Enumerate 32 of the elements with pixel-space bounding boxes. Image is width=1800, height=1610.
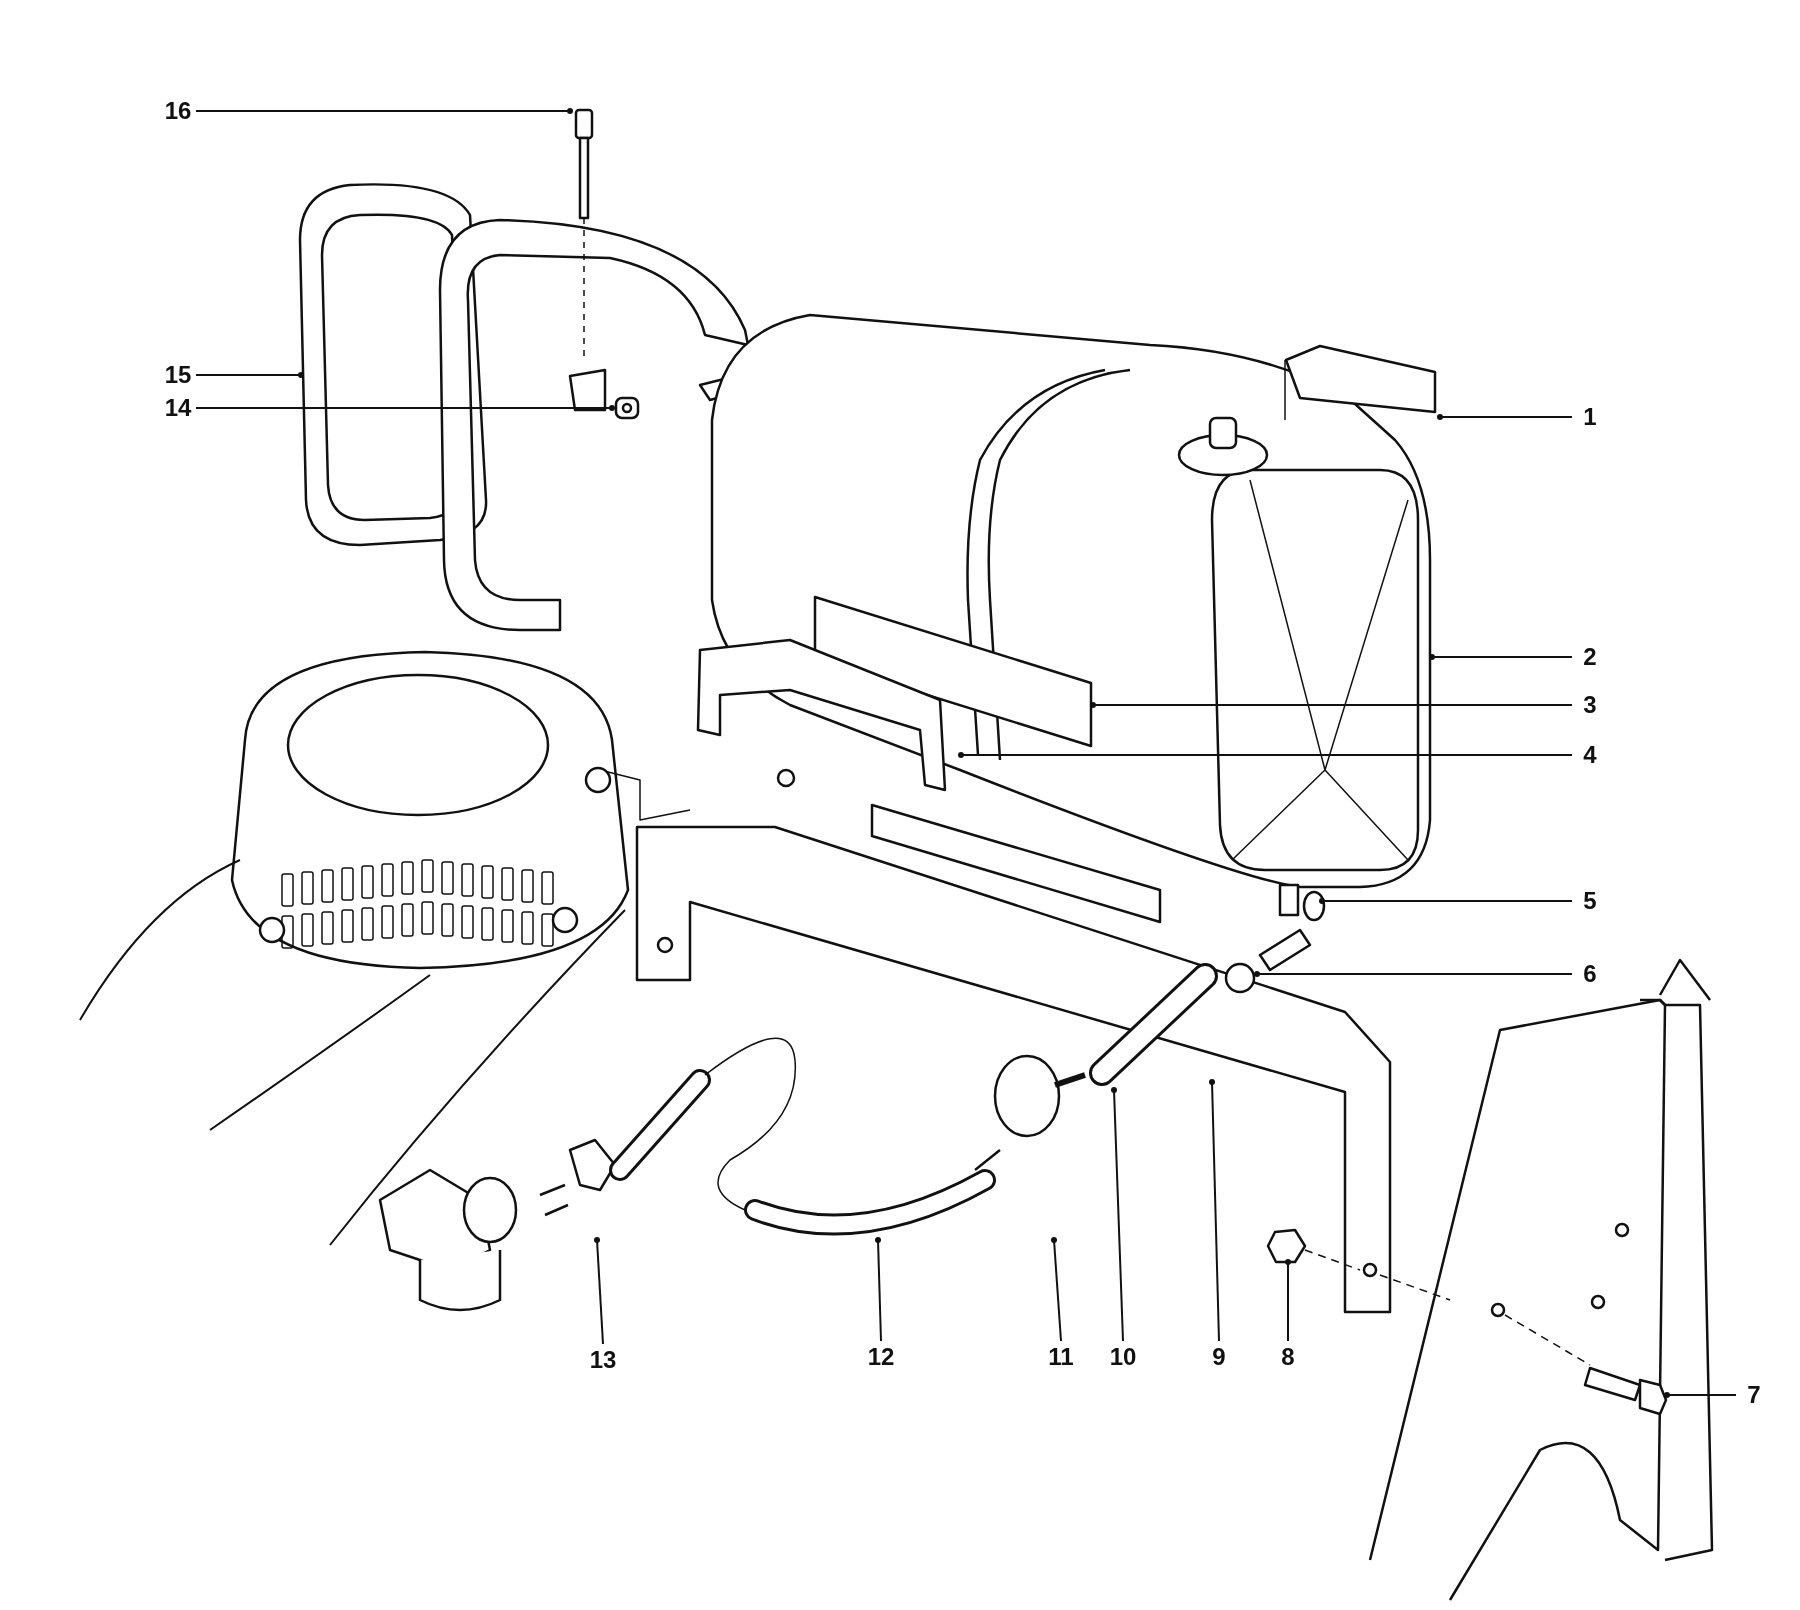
callout-number: 5	[1572, 887, 1608, 915]
leader-line	[1319, 898, 1573, 904]
callout-number: 14	[160, 394, 196, 422]
leader-line	[958, 752, 1573, 758]
leader-line	[1051, 1237, 1062, 1342]
leader-line	[594, 1237, 604, 1345]
leader-line	[1285, 1259, 1291, 1342]
leader-line	[1429, 654, 1573, 660]
callout-number: 10	[1105, 1343, 1141, 1371]
callout-number: 13	[585, 1346, 621, 1374]
callout-number: 16	[160, 97, 196, 125]
callout-number: 9	[1201, 1343, 1237, 1371]
leader-line	[1664, 1392, 1737, 1398]
callout-number: 11	[1043, 1343, 1079, 1371]
leader-line	[875, 1237, 882, 1342]
leader-line	[1090, 702, 1573, 708]
leader-line	[195, 372, 304, 378]
leader-line	[1111, 1087, 1124, 1342]
callout-number: 15	[160, 361, 196, 389]
callout-number: 1	[1572, 403, 1608, 431]
callout-number: 7	[1736, 1381, 1772, 1409]
callout-number: 3	[1572, 691, 1608, 719]
callout-number: 12	[863, 1343, 899, 1371]
leader-line	[1437, 414, 1573, 420]
callout-number: 2	[1572, 643, 1608, 671]
leader-line	[195, 405, 615, 411]
callout-number: 6	[1572, 960, 1608, 988]
leader-line	[195, 108, 573, 114]
leader-line	[1209, 1079, 1220, 1342]
callout-number: 8	[1270, 1343, 1306, 1371]
leader-line	[1254, 971, 1573, 977]
callout-number: 4	[1572, 741, 1608, 769]
